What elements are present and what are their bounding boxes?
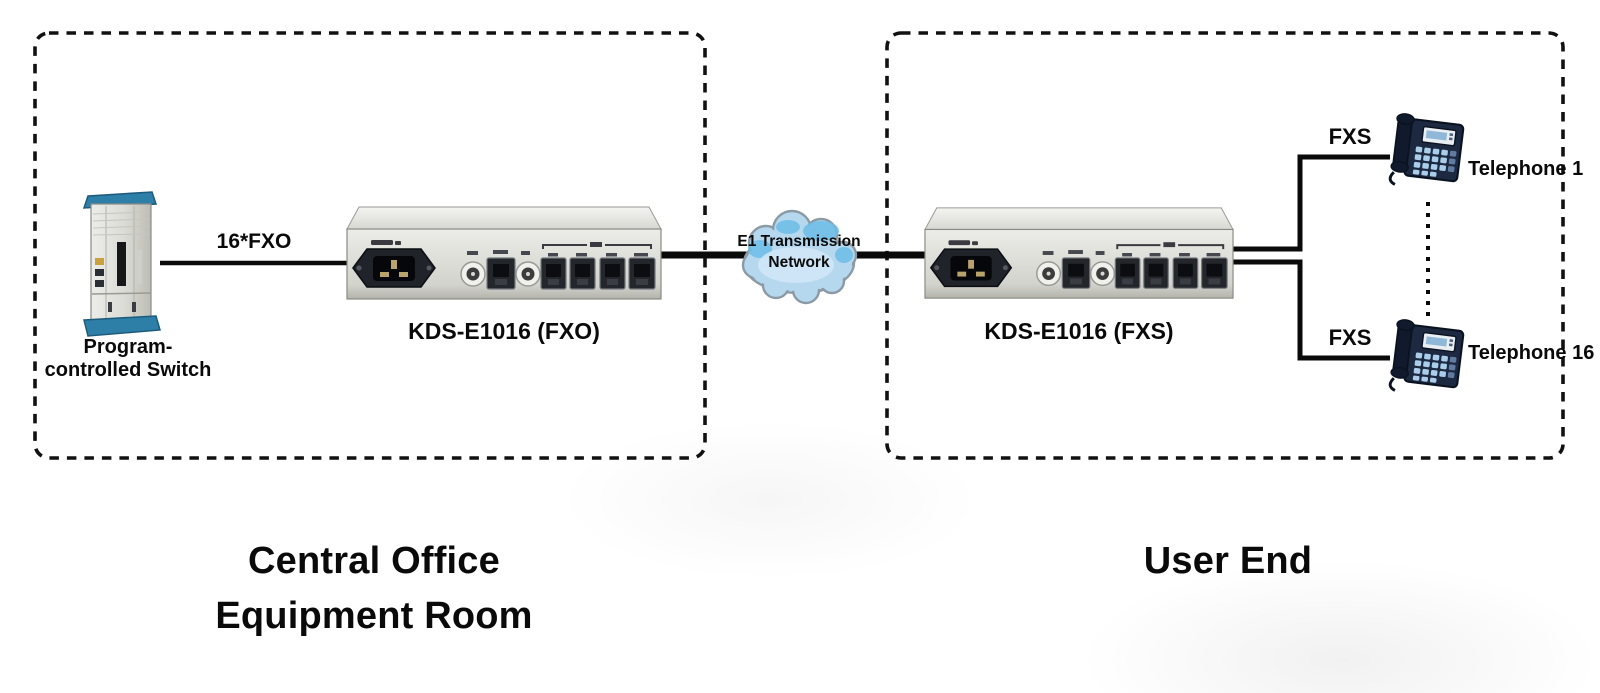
user-end-caption: User End <box>1143 540 1313 582</box>
central-office-boundary <box>33 31 707 460</box>
network-cloud-icon <box>741 209 858 305</box>
telephone-1-label: Telephone 1 <box>1468 158 1584 180</box>
fxs-device-label: KDS-E1016 (FXS) <box>984 318 1174 344</box>
fxo-link-label: 16*FXO <box>216 230 292 253</box>
desk-phone-icon-telephone-1 <box>1388 113 1465 186</box>
link-fxs-to-phone1 <box>1233 154 1390 252</box>
user-end-boundary <box>885 31 1565 460</box>
equipment-rack-icon <box>82 191 161 337</box>
fxo-device-label: KDS-E1016 (FXO) <box>408 318 600 344</box>
central-office-caption: Central Office Equipment Room <box>215 540 533 637</box>
desk-phone-icon-telephone-16 <box>1388 319 1465 392</box>
cloud-label: E1 Transmission Network <box>737 233 861 271</box>
fxs-link-bottom-label: FXS <box>1328 325 1372 350</box>
fxs-device-icon <box>924 207 1234 299</box>
program-switch-label: Program-controlled Switch <box>44 336 212 381</box>
fxo-device-icon <box>346 206 662 300</box>
telephone-16-label: Telephone 16 <box>1468 342 1595 364</box>
link-fxs-to-phone16 <box>1233 259 1390 361</box>
fxs-link-top-label: FXS <box>1328 124 1372 149</box>
